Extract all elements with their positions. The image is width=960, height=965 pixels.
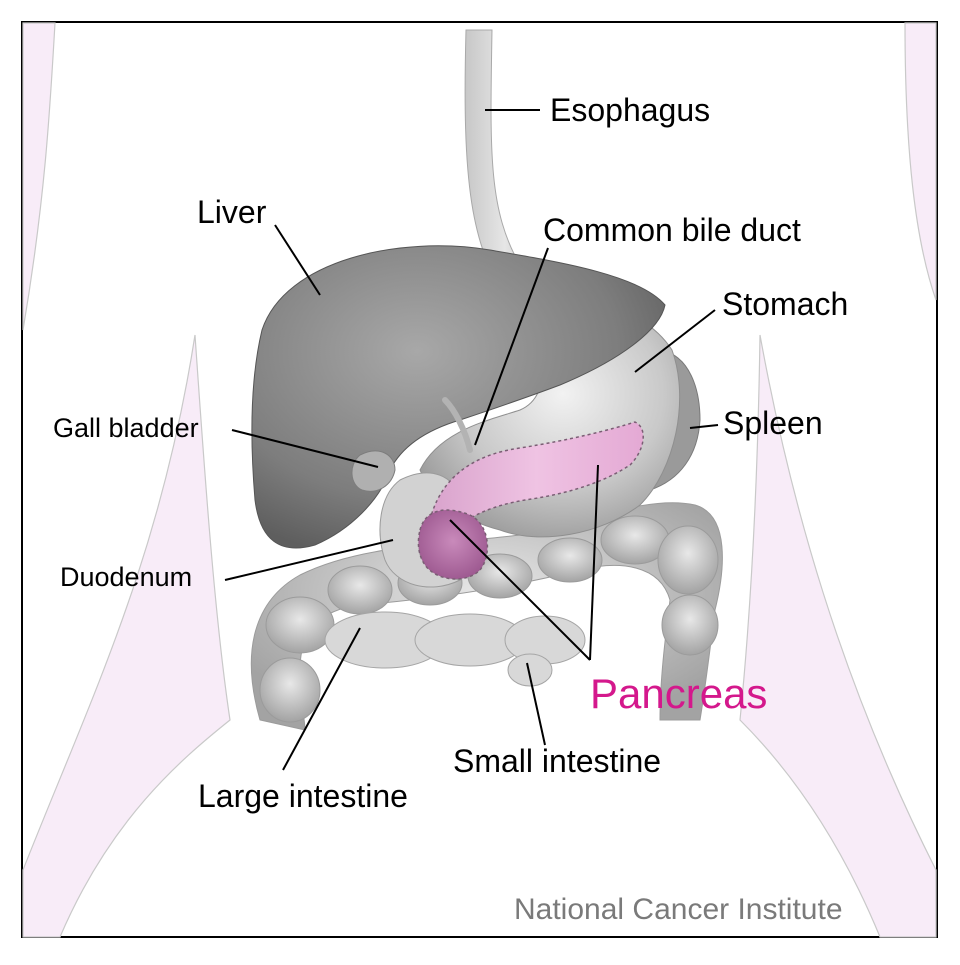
label-gall-bladder: Gall bladder <box>53 413 199 443</box>
leader-large-intestine <box>282 627 361 771</box>
credit-text: National Cancer Institute <box>514 893 843 926</box>
leader-gall-bladder <box>231 429 379 468</box>
small-intestine-shape <box>324 611 586 687</box>
gall-bladder-shape <box>351 450 396 492</box>
label-common-bile-duct: Common bile duct <box>543 212 801 248</box>
label-pancreas: Pancreas <box>590 670 768 717</box>
label-small-intestine: Small intestine <box>453 743 662 779</box>
pancreas-head-shape <box>417 509 489 580</box>
label-spleen: Spleen <box>723 405 823 441</box>
leader-pancreas-body <box>589 464 599 661</box>
bile-duct-shape <box>442 397 473 453</box>
leader-lines <box>224 109 719 771</box>
leader-spleen <box>689 424 719 429</box>
leader-duodenum <box>224 539 394 581</box>
large-intestine-shape <box>250 502 723 731</box>
label-esophagus: Esophagus <box>550 92 711 128</box>
leader-stomach <box>634 309 716 373</box>
label-stomach: Stomach <box>722 286 849 322</box>
label-liver: Liver <box>197 194 267 230</box>
pancreas-body-shape <box>429 421 644 531</box>
label-large-intestine: Large intestine <box>198 778 408 814</box>
torso-silhouette <box>22 22 937 938</box>
leader-pancreas-head <box>449 519 591 661</box>
leader-small-intestine <box>526 662 546 746</box>
label-duodenum: Duodenum <box>60 562 193 592</box>
leader-common-bile-duct <box>474 247 549 446</box>
leader-liver <box>274 224 321 296</box>
